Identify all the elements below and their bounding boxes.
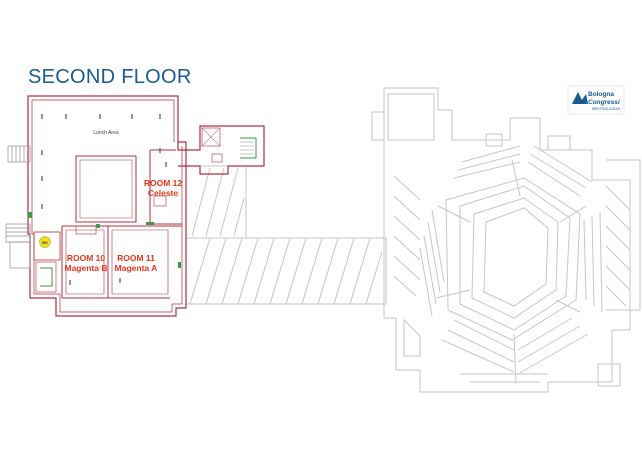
room-12-number: ROOM 12: [144, 178, 183, 188]
room-11-number: ROOM 11: [117, 253, 155, 263]
logo-line3: MEETING IDEAS: [592, 107, 621, 111]
emergency-exit-markers: [28, 212, 181, 268]
page-title: SECOND FLOOR: [28, 66, 192, 88]
wc-marker-icon: [39, 236, 51, 248]
second-floor-plan: [5, 95, 265, 317]
central-block: [75, 155, 137, 223]
right-stair-block: [177, 125, 265, 175]
room-11-name: Magenta A: [115, 263, 158, 273]
room-10-number: ROOM 10: [67, 253, 106, 263]
room-10-name: Magenta B: [65, 263, 108, 273]
room-11-label: ROOM 11 Magenta A: [115, 253, 158, 273]
room-10-label: ROOM 10 Magenta B: [65, 253, 108, 273]
auditorium-outline: [185, 87, 641, 393]
logo-line2: Congressi: [588, 99, 620, 106]
room-12-name: Celeste: [148, 188, 179, 198]
bologna-congressi-logo: Bologna Congressi MEETING IDEAS: [567, 85, 625, 115]
logo-mark-icon: [572, 92, 588, 104]
wc-label: WC: [42, 241, 48, 245]
left-stair-lower: [5, 223, 31, 269]
connector-corridor: [185, 165, 387, 305]
room-12-label: ROOM 12 Celeste: [144, 178, 183, 198]
lunch-area-label: Lunch Area: [93, 130, 119, 136]
logo-line1: Bologna: [588, 91, 614, 98]
left-stair-upper: [7, 145, 31, 163]
